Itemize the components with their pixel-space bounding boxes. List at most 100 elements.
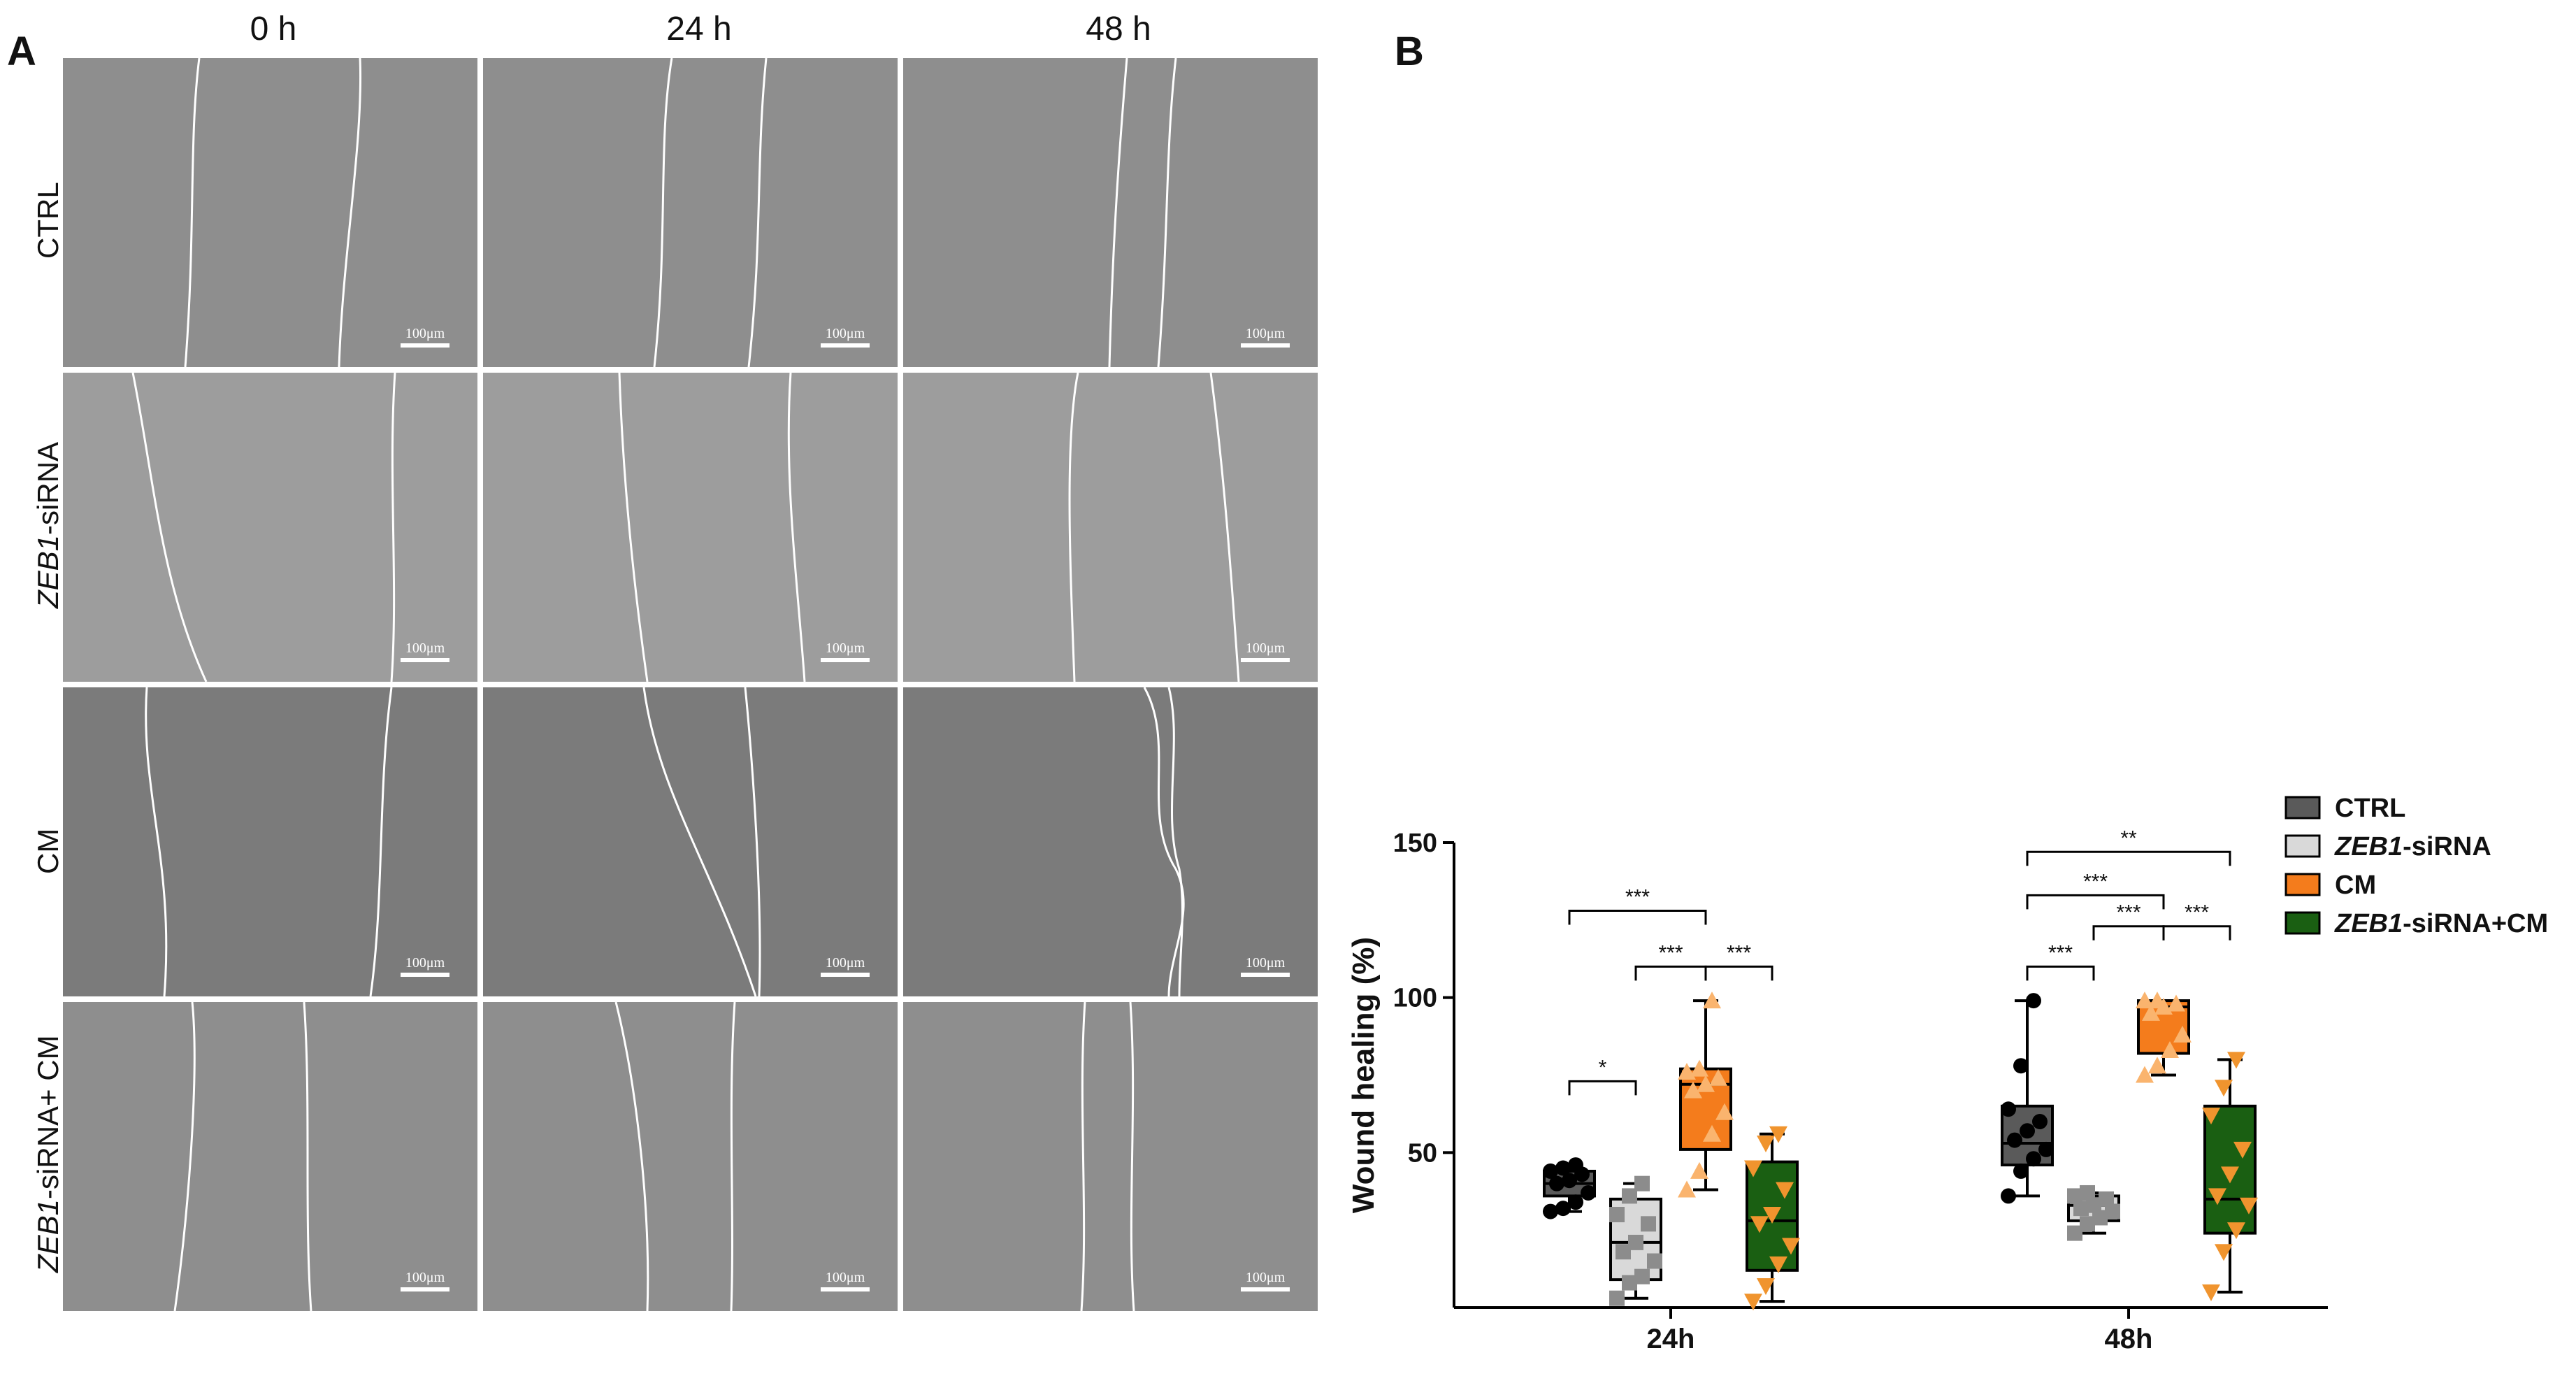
y-tick-label: 50 <box>1408 1138 1437 1168</box>
significance-label: ** <box>2120 826 2137 850</box>
wound-edges <box>1080 1002 1135 1311</box>
significance-label: *** <box>2116 901 2140 924</box>
bracket-line <box>2026 850 2231 866</box>
data-point <box>1543 1163 1558 1179</box>
data-point <box>1641 1216 1656 1232</box>
data-point <box>1690 1059 1708 1077</box>
data-point <box>1609 1290 1625 1306</box>
data-point <box>2026 993 2041 1009</box>
data-point <box>1628 1234 1643 1250</box>
micrograph-zeb1-sirna-48h: 100μm <box>903 373 1318 682</box>
data-point <box>2073 1201 2089 1217</box>
data-point <box>2202 1108 2220 1125</box>
micrograph-cm-48h: 100μm <box>903 687 1318 996</box>
bracket-line <box>2162 925 2231 940</box>
bracket-line <box>2026 894 2165 910</box>
data-point <box>2026 1151 2041 1167</box>
data-point <box>2202 1284 2220 1301</box>
data-point <box>2067 1188 2082 1204</box>
data-point <box>2161 1041 2179 1059</box>
data-point <box>1757 1278 1775 1295</box>
data-point <box>1622 1188 1637 1204</box>
box--sirna-0 <box>1609 1175 1662 1306</box>
significance-label: *** <box>1727 941 1751 964</box>
data-point <box>2215 1080 2233 1097</box>
data-point <box>2001 1188 2016 1204</box>
bracket-line <box>1704 965 1773 981</box>
data-point <box>2099 1191 2114 1207</box>
box-cm-1 <box>2136 992 2192 1083</box>
scale-bar: 100μm <box>401 1270 449 1291</box>
wound-edges <box>1068 373 1240 682</box>
micrograph-ctrl-24h: 100μm <box>483 58 898 367</box>
data-point <box>2105 1203 2120 1219</box>
data-point <box>1647 1253 1662 1269</box>
data-point <box>1703 1124 1721 1142</box>
significance-bracket: *** <box>1704 941 1773 981</box>
column-label-0h: 0 h <box>250 10 297 48</box>
data-point <box>2080 1216 2095 1232</box>
wound-edges <box>1143 687 1185 996</box>
data-point <box>1782 1238 1800 1255</box>
micrograph-zeb1-sirna-cm-0h: 100μm <box>63 1002 477 1311</box>
data-point <box>2240 1197 2258 1215</box>
data-point <box>1616 1244 1631 1260</box>
column-label-48h: 48 h <box>1086 10 1151 48</box>
wound-edges <box>653 58 768 367</box>
legend-swatch <box>2284 911 2321 935</box>
box--sirna-cm-0 <box>1744 1126 1800 1311</box>
data-point <box>2227 1052 2245 1069</box>
significance-bracket: * <box>1568 1056 1637 1096</box>
y-tick-label: 150 <box>1393 829 1437 858</box>
data-point <box>1744 1160 1762 1178</box>
micrograph-zeb1-sirna-cm-24h: 100μm <box>483 1002 898 1311</box>
scale-bar: 100μm <box>401 326 449 348</box>
data-point <box>1684 1081 1702 1099</box>
data-point <box>1634 1175 1650 1191</box>
legend-label: ZEB1-siRNA <box>2334 832 2491 861</box>
micrograph-zeb1-sirna-24h: 100μm <box>483 373 898 682</box>
box-cm-0 <box>1678 992 1734 1198</box>
significance-label: *** <box>1658 941 1683 964</box>
data-point <box>1622 1275 1637 1291</box>
data-point <box>2148 1057 2166 1074</box>
scale-bar: 100μm <box>401 641 449 662</box>
panel-a-letter: A <box>7 29 36 74</box>
micrograph-ctrl-48h: 100μm <box>903 58 1318 367</box>
data-point <box>1678 1180 1696 1198</box>
box-ctrl-0 <box>1543 1157 1596 1219</box>
wound-edges <box>145 687 393 996</box>
significance-label: * <box>1599 1056 1607 1079</box>
micrograph-ctrl-0h: 100μm <box>63 58 477 367</box>
data-point <box>1555 1160 1571 1176</box>
data-point <box>2013 1163 2029 1179</box>
data-point <box>1562 1173 1577 1189</box>
legend-label: CTRL <box>2335 794 2405 823</box>
scale-bar: 100μm <box>821 326 870 348</box>
data-point <box>1776 1182 1794 1199</box>
legend-swatch <box>2284 796 2321 820</box>
scale-bar: 100μm <box>1241 641 1290 662</box>
data-point <box>2227 1222 2245 1240</box>
scale-bar: 100μm <box>1241 326 1290 348</box>
significance-label: *** <box>2048 941 2073 964</box>
significance-bracket: *** <box>2162 901 2231 940</box>
data-point <box>1609 1207 1625 1222</box>
data-point <box>2142 1003 2160 1021</box>
legend-swatch <box>2284 834 2321 858</box>
micrograph-cm-0h: 100μm <box>63 687 477 996</box>
significance-bracket: *** <box>2092 901 2165 940</box>
micrograph-cm-24h: 100μm <box>483 687 898 996</box>
box-ctrl-1 <box>2001 993 2054 1204</box>
scale-bar: 100μm <box>1241 955 1290 977</box>
panel-b-letter: B <box>1395 29 1424 74</box>
wound-edges <box>173 1002 312 1311</box>
data-point <box>2001 1101 2016 1117</box>
data-point <box>1568 1194 1583 1210</box>
scale-bar: 100μm <box>401 955 449 977</box>
data-point <box>2208 1188 2226 1205</box>
significance-bracket: *** <box>2026 870 2165 910</box>
data-point <box>1763 1207 1781 1224</box>
data-point <box>2215 1244 2233 1261</box>
